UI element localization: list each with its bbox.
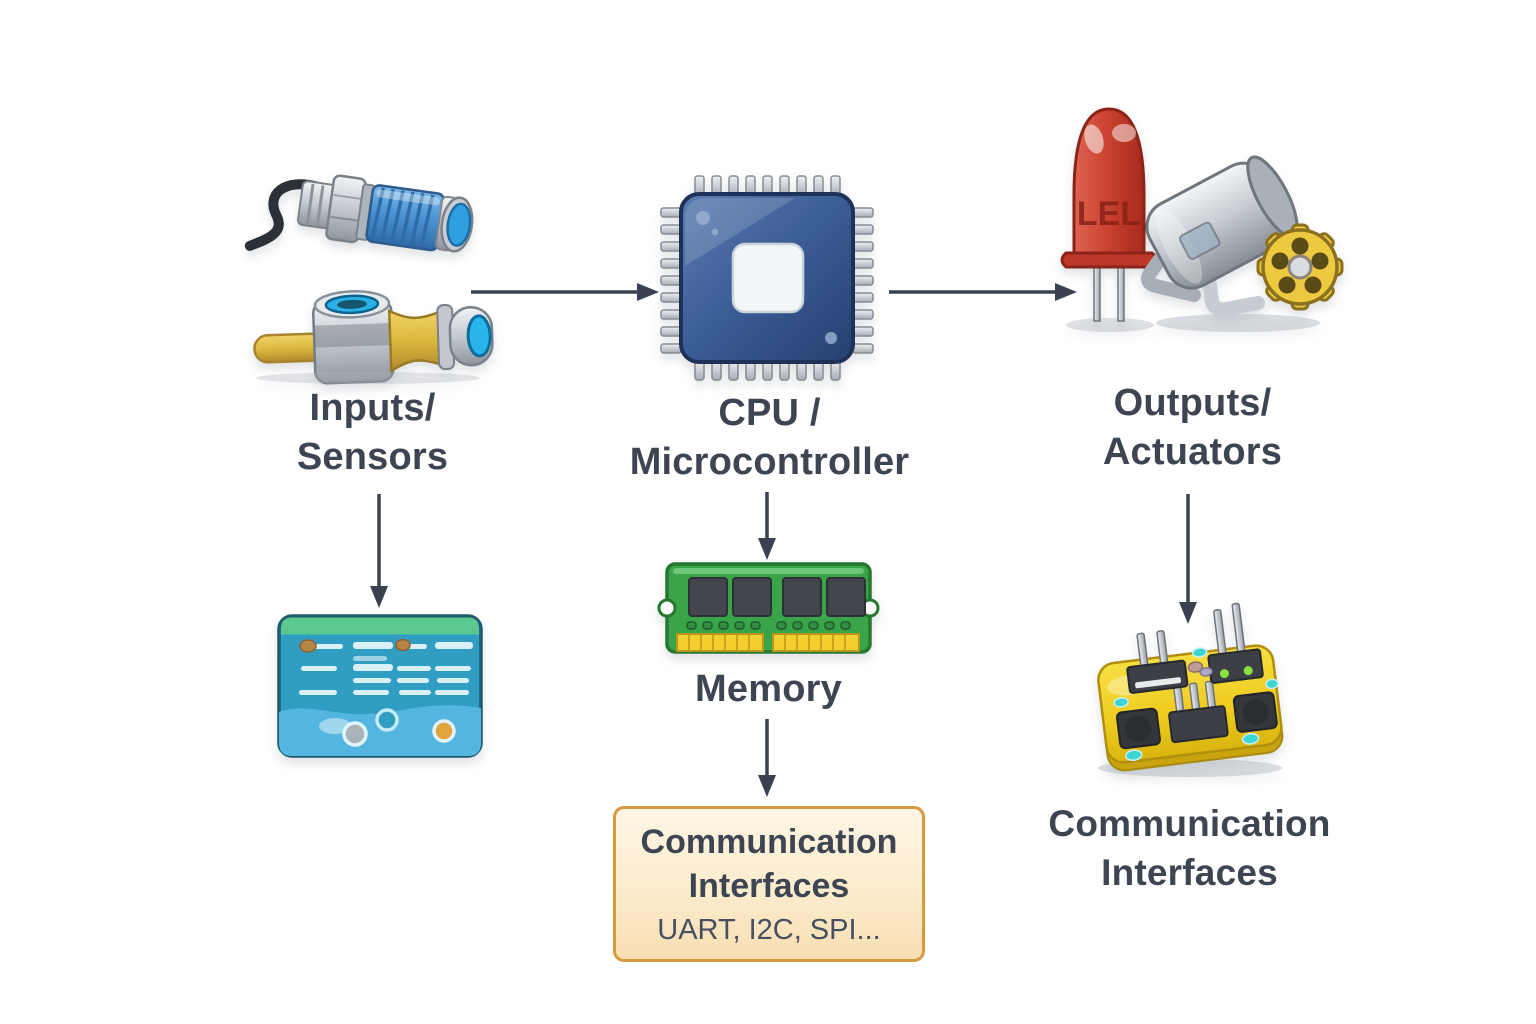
arrow-cpu-to-outputs <box>889 283 1077 301</box>
outputs-label-line1: Outputs/ <box>1113 382 1272 424</box>
led-marking: LEL <box>1077 195 1141 233</box>
panel-gray-dot <box>342 721 368 747</box>
communication-interfaces-box: Communication Interfaces UART, I2C, SPI.… <box>613 806 925 962</box>
sensors-illustration <box>244 174 494 385</box>
arrow-inputs-down-to-panel <box>370 494 388 608</box>
cpu-corner-dot-small <box>711 228 719 236</box>
comm-box-title-line2: Interfaces <box>688 867 850 905</box>
panel-wave <box>279 705 481 756</box>
inputs-label-line2: Sensors <box>296 436 449 478</box>
memory-label: Memory <box>665 666 872 712</box>
ram-smd-row <box>686 621 851 630</box>
inputs-label-line1: Inputs/ <box>309 387 436 429</box>
cpu-label-line1: CPU / <box>718 392 821 434</box>
pcb-teal-dots <box>1113 647 1279 762</box>
cpu-label-line2: Microcontroller <box>629 441 910 483</box>
comm-box-title-line1: Communication <box>640 823 898 861</box>
cpu-label: CPU / Microcontroller <box>597 389 942 487</box>
dc-motor-gear-icon <box>1141 155 1344 332</box>
gear <box>1256 223 1344 311</box>
panel-knob-2 <box>395 638 411 652</box>
ram-chips <box>688 577 866 617</box>
inputs-label: Inputs/ Sensors <box>240 384 505 482</box>
comm-right-label-line2: Interfaces <box>1101 852 1278 893</box>
arrow-sensors-to-cpu <box>471 283 659 301</box>
comm-right-label: Communication Interfaces <box>1037 799 1342 897</box>
comm-right-label-line1: Communication <box>1048 803 1331 844</box>
panel-orange-dot <box>432 719 456 743</box>
panel-ring-dot <box>375 708 399 732</box>
arrow-cpu-down-to-memory <box>758 492 776 560</box>
pcb-small-part-1 <box>1187 661 1204 673</box>
panel-knob-1 <box>299 639 317 653</box>
panel-dash-rows <box>299 642 473 695</box>
proximity-sensor-icon <box>244 174 474 253</box>
ram-module-icon <box>657 562 880 654</box>
cpu-pins-right <box>852 207 874 354</box>
cpu-die <box>731 242 805 314</box>
flow-sensor-icon <box>253 290 494 385</box>
ram-notch-left <box>657 598 677 618</box>
outputs-illustration: LEL <box>1060 107 1344 332</box>
pcb-module-icon <box>1097 602 1284 777</box>
ram-gold-pins <box>676 633 860 652</box>
comm-box-subtitle: UART, I2C, SPI... <box>657 914 881 946</box>
cpu-gloss <box>685 198 795 266</box>
outputs-label: Outputs/ Actuators <box>1060 379 1325 477</box>
sensors-shadow <box>256 372 480 384</box>
signal-panel-icon <box>277 614 483 758</box>
cpu-corner-dot-2 <box>825 332 837 344</box>
microchip-icon <box>660 175 874 381</box>
arrow-outputs-down-to-pcb <box>1179 494 1197 624</box>
arrow-memory-down-to-comm-box <box>758 719 776 797</box>
pcb-small-part-2 <box>1199 667 1213 677</box>
memory-label-text: Memory <box>695 668 842 710</box>
pcb-chips <box>1116 648 1278 750</box>
outputs-label-line2: Actuators <box>1102 431 1283 473</box>
cpu-pins-top <box>694 175 841 197</box>
cpu-corner-dot <box>696 211 710 225</box>
cpu-pins-left <box>660 207 682 354</box>
